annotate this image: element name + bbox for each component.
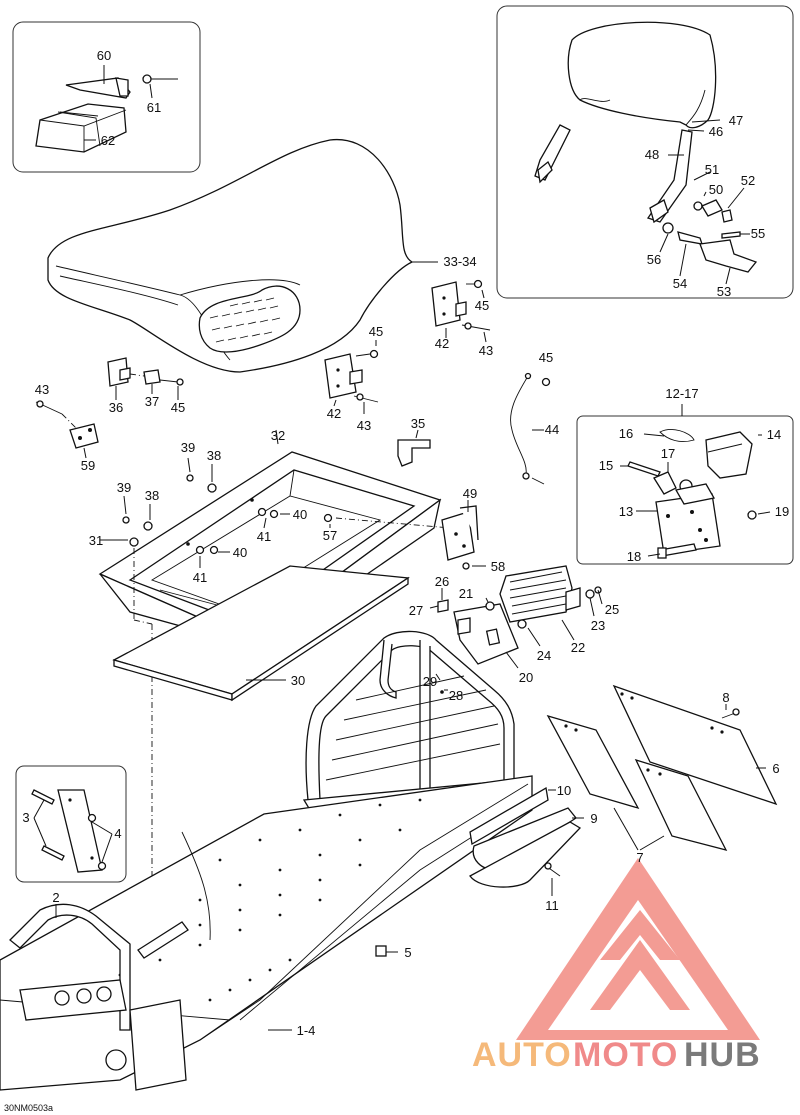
callout-11: 11 — [545, 898, 559, 913]
callout-44: 44 — [545, 422, 559, 437]
callout-25: 25 — [605, 602, 619, 617]
callout-16: 16 — [619, 426, 633, 441]
seat — [47, 139, 438, 373]
callout-30: 30 — [291, 673, 305, 688]
callout-31: 31 — [89, 533, 103, 548]
callout-1-4: 1-4 — [297, 1023, 316, 1038]
callout-57: 57 — [323, 528, 337, 543]
brand-auto: AUTO — [472, 1036, 572, 1074]
callout-24: 24 — [537, 648, 551, 663]
callout-52: 52 — [741, 173, 755, 188]
callout-29: 29 — [423, 674, 437, 689]
callout-7: 7 — [636, 850, 643, 865]
brand-moto: MOTO — [573, 1036, 678, 1074]
callout-3: 3 — [22, 810, 29, 825]
callout-50: 50 — [709, 182, 723, 197]
inset-box-backrest — [496, 5, 794, 299]
callout-9: 9 — [590, 811, 597, 826]
callout-48: 48 — [645, 147, 659, 162]
callout-8: 8 — [722, 690, 729, 705]
callout-43-c: 43 — [35, 382, 49, 397]
callout-22: 22 — [571, 640, 585, 655]
callout-28: 28 — [449, 688, 463, 703]
callout-33-34: 33-34 — [443, 254, 476, 269]
callout-54: 54 — [673, 276, 687, 291]
callout-18: 18 — [627, 549, 641, 564]
diagram-code: 30NM0503a — [4, 1103, 53, 1113]
tail-light-assembly — [429, 565, 603, 694]
hinge-assembly-center — [324, 340, 379, 414]
tunnel-frame — [0, 775, 533, 1091]
callout-43-a: 43 — [479, 343, 493, 358]
callout-12-17: 12-17 — [665, 386, 698, 401]
inset-box-bolts — [15, 765, 127, 883]
callout-42-a: 42 — [435, 336, 449, 351]
callout-55: 55 — [751, 226, 765, 241]
callout-45-a: 45 — [475, 298, 489, 313]
callout-27: 27 — [409, 603, 423, 618]
callout-61: 61 — [147, 100, 161, 115]
callout-51: 51 — [705, 162, 719, 177]
callout-39-a: 39 — [181, 440, 195, 455]
callout-39-b: 39 — [117, 480, 131, 495]
callout-60: 60 — [97, 48, 111, 63]
callout-20: 20 — [519, 670, 533, 685]
callout-47: 47 — [729, 113, 743, 128]
callout-37: 37 — [145, 394, 159, 409]
hinge-assembly-right — [431, 279, 491, 343]
callout-41-a: 41 — [257, 529, 271, 544]
callout-21: 21 — [459, 586, 473, 601]
allen-key — [397, 429, 431, 467]
callout-53: 53 — [717, 284, 731, 299]
callout-6: 6 — [772, 761, 779, 776]
callout-35: 35 — [411, 416, 425, 431]
callout-41-b: 41 — [193, 570, 207, 585]
callout-43-b: 43 — [357, 418, 371, 433]
callout-13: 13 — [619, 504, 633, 519]
callout-19: 19 — [775, 504, 789, 519]
callout-56: 56 — [647, 252, 661, 267]
callout-62: 62 — [101, 133, 115, 148]
brand-hub: HUB — [684, 1036, 761, 1074]
callout-45-c: 45 — [171, 400, 185, 415]
callout-17: 17 — [661, 446, 675, 461]
hinge-assembly-left — [35, 357, 184, 459]
watermark-logo — [516, 858, 760, 1040]
callout-15: 15 — [599, 458, 613, 473]
callout-23: 23 — [591, 618, 605, 633]
callout-49: 49 — [463, 486, 477, 501]
inset-box-hitch — [576, 404, 794, 565]
callout-32: 32 — [271, 428, 285, 443]
callout-45-d: 45 — [539, 350, 553, 365]
callout-5: 5 — [404, 945, 411, 960]
callout-4: 4 — [114, 826, 121, 841]
callout-labels: 60 61 62 47 46 48 51 50 52 55 56 54 53 3… — [22, 48, 789, 1038]
callout-2: 2 — [52, 890, 59, 905]
tether-cable — [510, 372, 551, 485]
callout-59: 59 — [81, 458, 95, 473]
watermark-text: AUTO MOTO HUB — [472, 1036, 761, 1074]
snow-flaps — [469, 684, 778, 896]
callout-42-b: 42 — [327, 406, 341, 421]
callout-40-b: 40 — [233, 545, 247, 560]
callout-38-a: 38 — [207, 448, 221, 463]
callout-40-a: 40 — [293, 507, 307, 522]
inset-box-cover — [12, 21, 201, 173]
callout-38-b: 38 — [145, 488, 159, 503]
callout-36: 36 — [109, 400, 123, 415]
callout-10: 10 — [557, 783, 571, 798]
callout-14: 14 — [767, 427, 781, 442]
callout-45-b: 45 — [369, 324, 383, 339]
storage-tray — [98, 429, 486, 900]
callout-26: 26 — [435, 574, 449, 589]
callout-58: 58 — [491, 559, 505, 574]
callout-46: 46 — [709, 124, 723, 139]
